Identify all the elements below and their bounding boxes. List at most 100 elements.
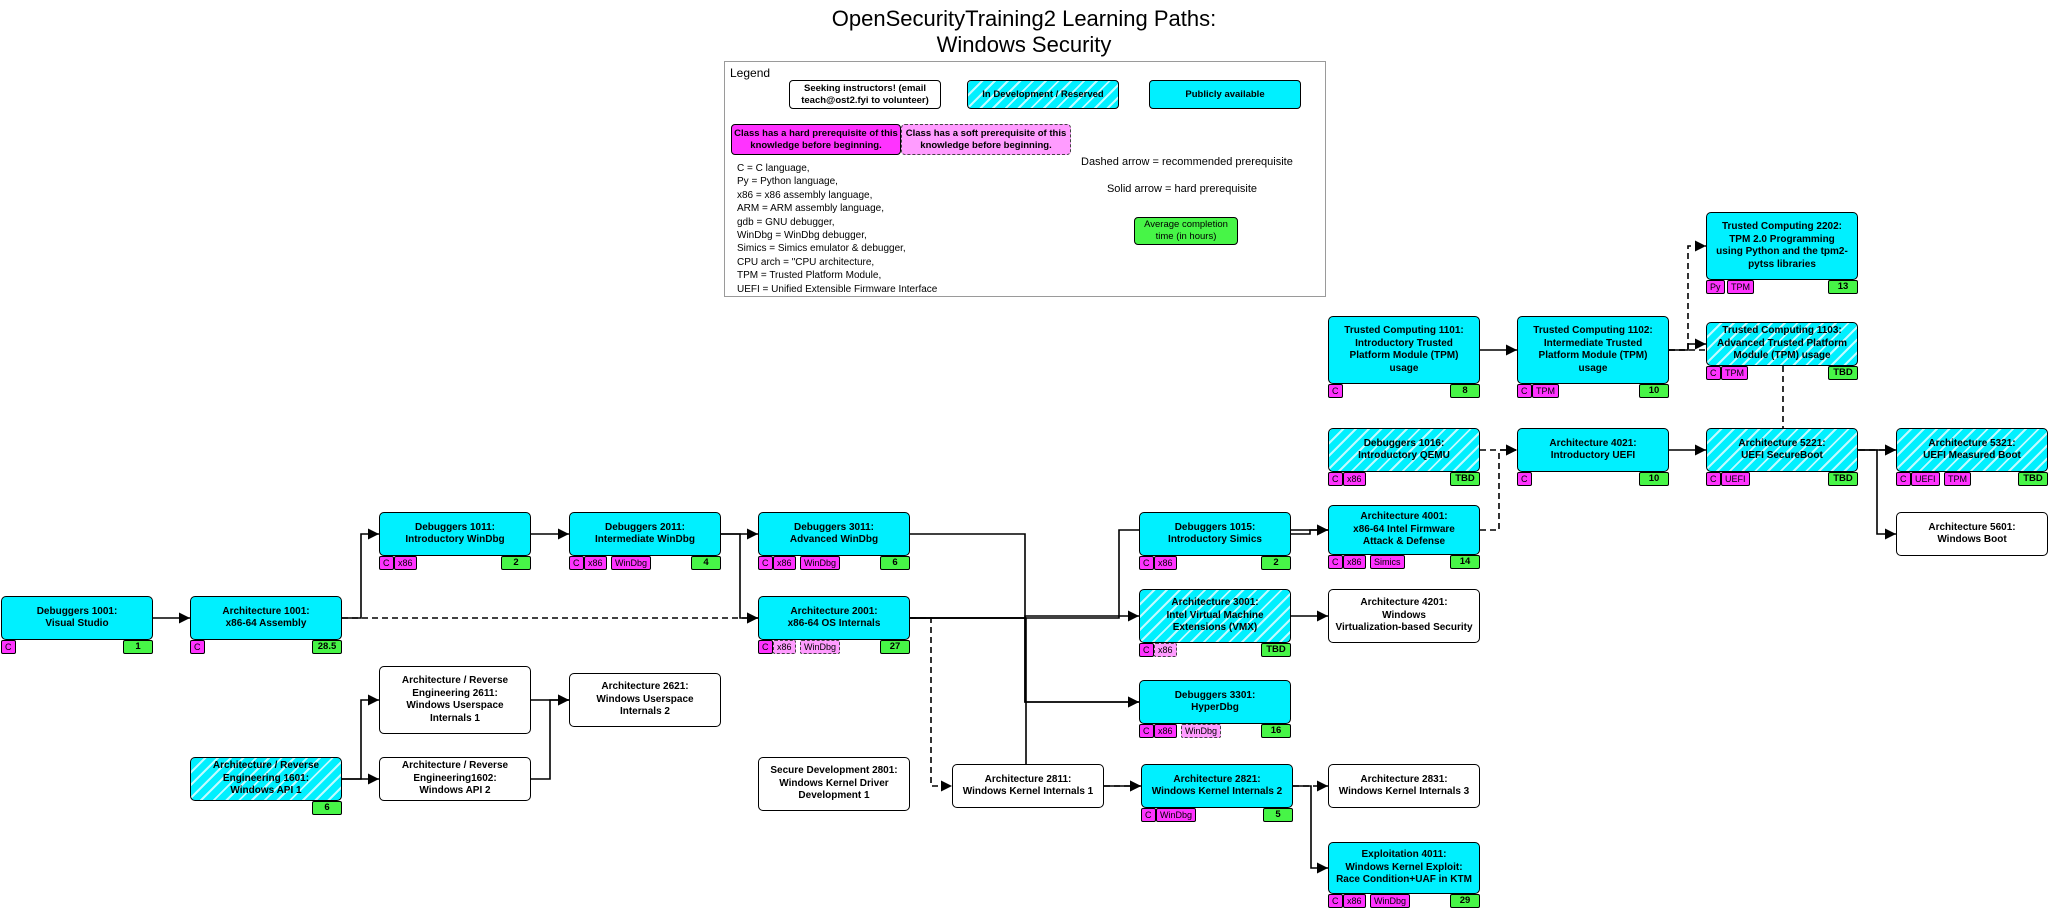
course-node-tc2202: Trusted Computing 2202: TPM 2.0 Programm… xyxy=(1706,212,1858,280)
hours-badge: 8 xyxy=(1450,384,1480,398)
prereq-tag-soft: x86 xyxy=(773,640,796,654)
course-node-are1601: Architecture / Reverse Engineering 1601:… xyxy=(190,757,342,801)
recommended-prereq-arrow xyxy=(1669,240,1706,351)
prereq-tag-hard: C xyxy=(1141,808,1156,822)
prereq-tag-hard: x86 xyxy=(1343,555,1366,569)
hard-prereq-arrow xyxy=(342,528,379,619)
abbreviation-line: UEFI = Unified Extensible Firmware Inter… xyxy=(737,283,938,295)
prereq-tag-hard: C xyxy=(1139,643,1154,657)
prereq-tag-hard: WinDbg xyxy=(1370,894,1411,908)
prereq-tag-hard: x86 xyxy=(1154,724,1177,738)
hours-badge: 27 xyxy=(880,640,910,654)
course-node-dbg3011: Debuggers 3011: Advanced WinDbg xyxy=(758,512,910,556)
prereq-tag-hard: C xyxy=(569,556,584,570)
legend-in-development: In Development / Reserved xyxy=(967,80,1119,109)
legend-soft-prerequisite: Class has a soft prerequisite of this kn… xyxy=(901,124,1071,155)
legend-abbreviations: C = C language,Py = Python language,x86 … xyxy=(737,162,937,296)
course-node-arch2621: Architecture 2621: Windows Userspace Int… xyxy=(569,673,721,727)
prereq-tag-hard: C xyxy=(190,640,205,654)
hours-badge: TBD xyxy=(2018,472,2048,486)
hours-badge: 10 xyxy=(1639,472,1669,486)
course-node-arch3001: Architecture 3001: Intel Virtual Machine… xyxy=(1139,589,1291,643)
hours-badge: 2 xyxy=(501,556,531,570)
abbreviation-line: TPM = Trusted Platform Module, xyxy=(737,270,882,282)
prereq-tag-hard: TPM xyxy=(1727,280,1754,294)
prereq-tag-hard: TPM xyxy=(1721,366,1748,380)
course-node-dbg3301: Debuggers 3301: HyperDbg xyxy=(1139,680,1291,724)
course-node-are2611: Architecture / Reverse Engineering 2611:… xyxy=(379,666,531,734)
hours-badge: 10 xyxy=(1639,384,1669,398)
prereq-tag-hard: C xyxy=(1328,894,1343,908)
hard-prereq-arrow xyxy=(1858,449,1896,540)
prereq-tag-hard: x86 xyxy=(773,556,796,570)
prereq-tag-hard: WinDbg xyxy=(800,556,841,570)
prereq-tag-soft: x86 xyxy=(1154,643,1177,657)
hours-badge: TBD xyxy=(1450,472,1480,486)
legend-average-time: Average completion time (in hours) xyxy=(1134,217,1238,245)
abbreviation-line: Py = Python language, xyxy=(737,176,838,188)
prereq-tag-hard: WinDbg xyxy=(1156,808,1197,822)
prereq-tag-hard: C xyxy=(1517,472,1532,486)
course-node-arch4001: Architecture 4001: x86-64 Intel Firmware… xyxy=(1328,505,1480,555)
prereq-tag-hard: Simics xyxy=(1370,555,1405,569)
course-node-dbg1015: Debuggers 1015: Introductory Simics xyxy=(1139,512,1291,556)
hours-badge: 29 xyxy=(1450,894,1480,908)
hours-badge: 6 xyxy=(880,556,910,570)
legend-hard-prerequisite: Class has a hard prerequisite of this kn… xyxy=(731,124,901,155)
prereq-tag-hard: C xyxy=(1139,556,1154,570)
prereq-tag-hard: x86 xyxy=(1343,894,1366,908)
abbreviation-line: WinDbg = WinDbg debugger, xyxy=(737,230,867,242)
hours-badge: 14 xyxy=(1450,555,1480,569)
abbreviation-line: ARM = ARM assembly language, xyxy=(737,203,885,215)
legend-title: Legend xyxy=(730,66,771,80)
course-node-exp4011: Exploitation 4011: Windows Kernel Exploi… xyxy=(1328,842,1480,894)
prereq-tag-hard: C xyxy=(1706,366,1721,380)
prereq-tag-hard: UEFI xyxy=(1911,472,1940,486)
hours-badge: 1 xyxy=(123,640,153,654)
course-node-arch2831: Architecture 2831: Windows Kernel Intern… xyxy=(1328,764,1480,808)
prereq-tag-hard: x86 xyxy=(394,556,417,570)
legend-dashed-arrow-label: Dashed arrow = recommended prerequisite xyxy=(1081,156,1293,168)
course-node-arch5601: Architecture 5601: Windows Boot xyxy=(1896,512,2048,556)
hours-badge: 6 xyxy=(312,801,342,815)
hours-badge: TBD xyxy=(1828,472,1858,486)
prereq-tag-hard: TPM xyxy=(1532,384,1559,398)
course-node-arch5321: Architecture 5321: UEFI Measured Boot xyxy=(1896,428,2048,472)
hours-badge: TBD xyxy=(1828,366,1858,380)
prereq-tag-hard: C xyxy=(1517,384,1532,398)
course-node-arch4021: Architecture 4021: Introductory UEFI xyxy=(1517,428,1669,472)
recommended-prereq-arrow xyxy=(910,617,952,792)
prereq-tag-hard: C xyxy=(1328,555,1343,569)
hard-prereq-arrow xyxy=(1669,338,1706,351)
prereq-tag-hard: x86 xyxy=(1154,556,1177,570)
hours-badge: 13 xyxy=(1828,280,1858,294)
hours-badge: 4 xyxy=(691,556,721,570)
abbreviation-line: gdb = GNU debugger, xyxy=(737,216,835,228)
diagram-title-line-1: OpenSecurityTraining2 Learning Paths: xyxy=(831,6,1217,31)
hours-badge: 16 xyxy=(1261,724,1291,738)
abbreviation-line: CPU arch = "CPU architecture, xyxy=(737,256,875,268)
prereq-tag-hard: C xyxy=(379,556,394,570)
recommended-prereq-arrow xyxy=(1480,444,1517,531)
prereq-tag-hard: C xyxy=(1328,472,1343,486)
course-node-arch2811: Architecture 2811: Windows Kernel Intern… xyxy=(952,764,1104,808)
prereq-tag-hard: TPM xyxy=(1944,472,1971,486)
course-node-arch2001: Architecture 2001: x86-64 OS Internals xyxy=(758,596,910,640)
prereq-tag-hard: UEFI xyxy=(1721,472,1750,486)
hard-prereq-arrow xyxy=(342,694,379,780)
course-node-dbg2011: Debuggers 2011: Intermediate WinDbg xyxy=(569,512,721,556)
legend-solid-arrow-label: Solid arrow = hard prerequisite xyxy=(1106,183,1258,195)
course-node-dbg1016: Debuggers 1016: Introductory QEMU xyxy=(1328,428,1480,472)
course-node-are1602: Architecture / Reverse Engineering1602: … xyxy=(379,757,531,801)
prereq-tag-hard: C xyxy=(1,640,16,654)
prereq-tag-hard: x86 xyxy=(1343,472,1366,486)
prereq-tag-hard: Py xyxy=(1706,280,1725,294)
course-node-sd2801: Secure Development 2801: Windows Kernel … xyxy=(758,757,910,811)
course-node-dbg1001: Debuggers 1001: Visual Studio xyxy=(1,596,153,640)
diagram-title-line-2: Windows Security xyxy=(936,32,1112,57)
hours-badge: 28.5 xyxy=(312,640,342,654)
abbreviation-line: C = C language, xyxy=(737,163,810,174)
hours-badge: 5 xyxy=(1263,808,1293,822)
course-node-tc1103: Trusted Computing 1103: Advanced Trusted… xyxy=(1706,322,1858,366)
prereq-tag-hard: C xyxy=(1706,472,1721,486)
